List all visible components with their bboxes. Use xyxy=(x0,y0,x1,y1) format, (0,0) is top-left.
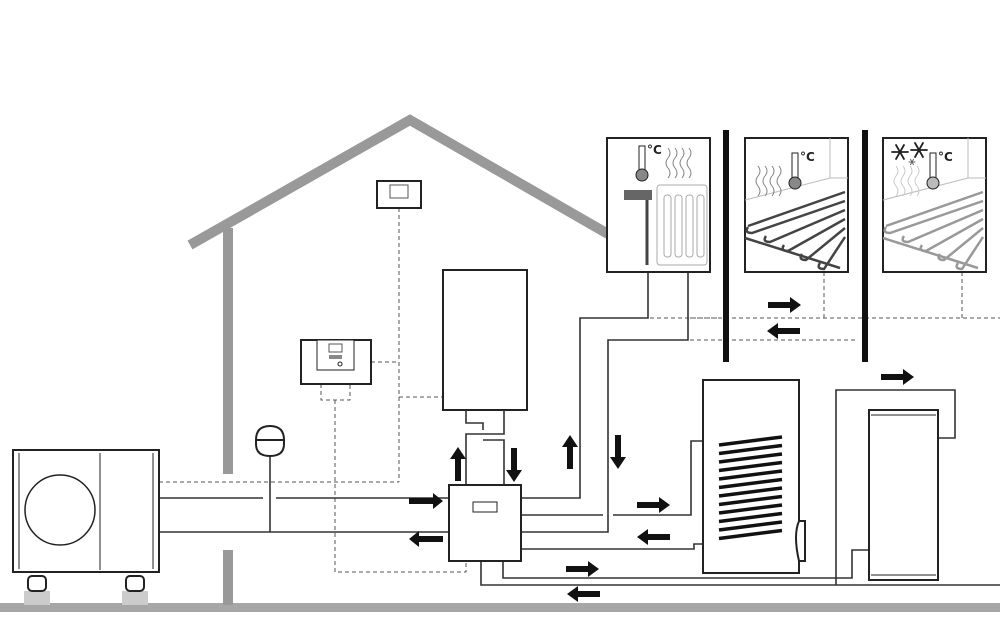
heating-coil-turn xyxy=(718,460,783,473)
thermometer-icon xyxy=(788,152,802,190)
underfloor-heating: °C xyxy=(744,137,849,273)
underfloor-cooling: °C xyxy=(882,137,987,273)
heating-coil-turn xyxy=(718,486,783,498)
zone-divider xyxy=(862,130,868,362)
thermometer-icon xyxy=(635,145,649,182)
heating-coil-turn xyxy=(718,443,783,456)
flow-arrows xyxy=(409,297,914,602)
temperature-unit-label: °C xyxy=(938,150,953,164)
buffer-tank xyxy=(868,409,939,581)
heating-coil-turn xyxy=(718,511,783,524)
heating-coil-turn xyxy=(718,520,783,532)
temperature-unit-label: °C xyxy=(647,143,662,157)
backup-boiler xyxy=(442,269,528,485)
heating-coil-turn xyxy=(718,494,783,507)
ground-line xyxy=(0,603,1000,612)
air-waves-icon xyxy=(893,165,920,197)
heating-coil-turn xyxy=(718,435,783,447)
snowflake-icon xyxy=(891,144,909,160)
heat-waves-icon xyxy=(755,165,782,197)
floor-pipe-return xyxy=(882,236,979,270)
control-wiring xyxy=(159,208,1000,573)
floor-pipe-return xyxy=(744,236,841,270)
zone-divider xyxy=(723,130,729,362)
house-outline xyxy=(187,114,611,605)
system-controller xyxy=(300,339,372,385)
heating-coil-turn xyxy=(718,503,783,515)
snowflake-icon xyxy=(908,158,916,166)
heating-coil-turn xyxy=(718,452,783,464)
pipework xyxy=(159,272,1000,586)
thermostatic-valve-icon xyxy=(624,190,652,200)
outdoor-heat-pump xyxy=(12,449,160,605)
expansion-vessel xyxy=(255,424,285,458)
temperature-unit-label: °C xyxy=(800,150,815,164)
heating-coil-turn xyxy=(718,528,783,541)
heating-coil-turn xyxy=(718,477,783,490)
hot-water-cylinder xyxy=(702,379,806,574)
heating-coil-turn xyxy=(718,469,783,481)
hydraulic-station xyxy=(448,484,522,562)
thermometer-icon xyxy=(926,152,940,190)
room-thermostat xyxy=(376,180,422,209)
panel-radiator-heating: °C xyxy=(606,137,711,273)
snowflake-icon xyxy=(910,142,928,158)
heat-waves-icon xyxy=(665,147,692,179)
